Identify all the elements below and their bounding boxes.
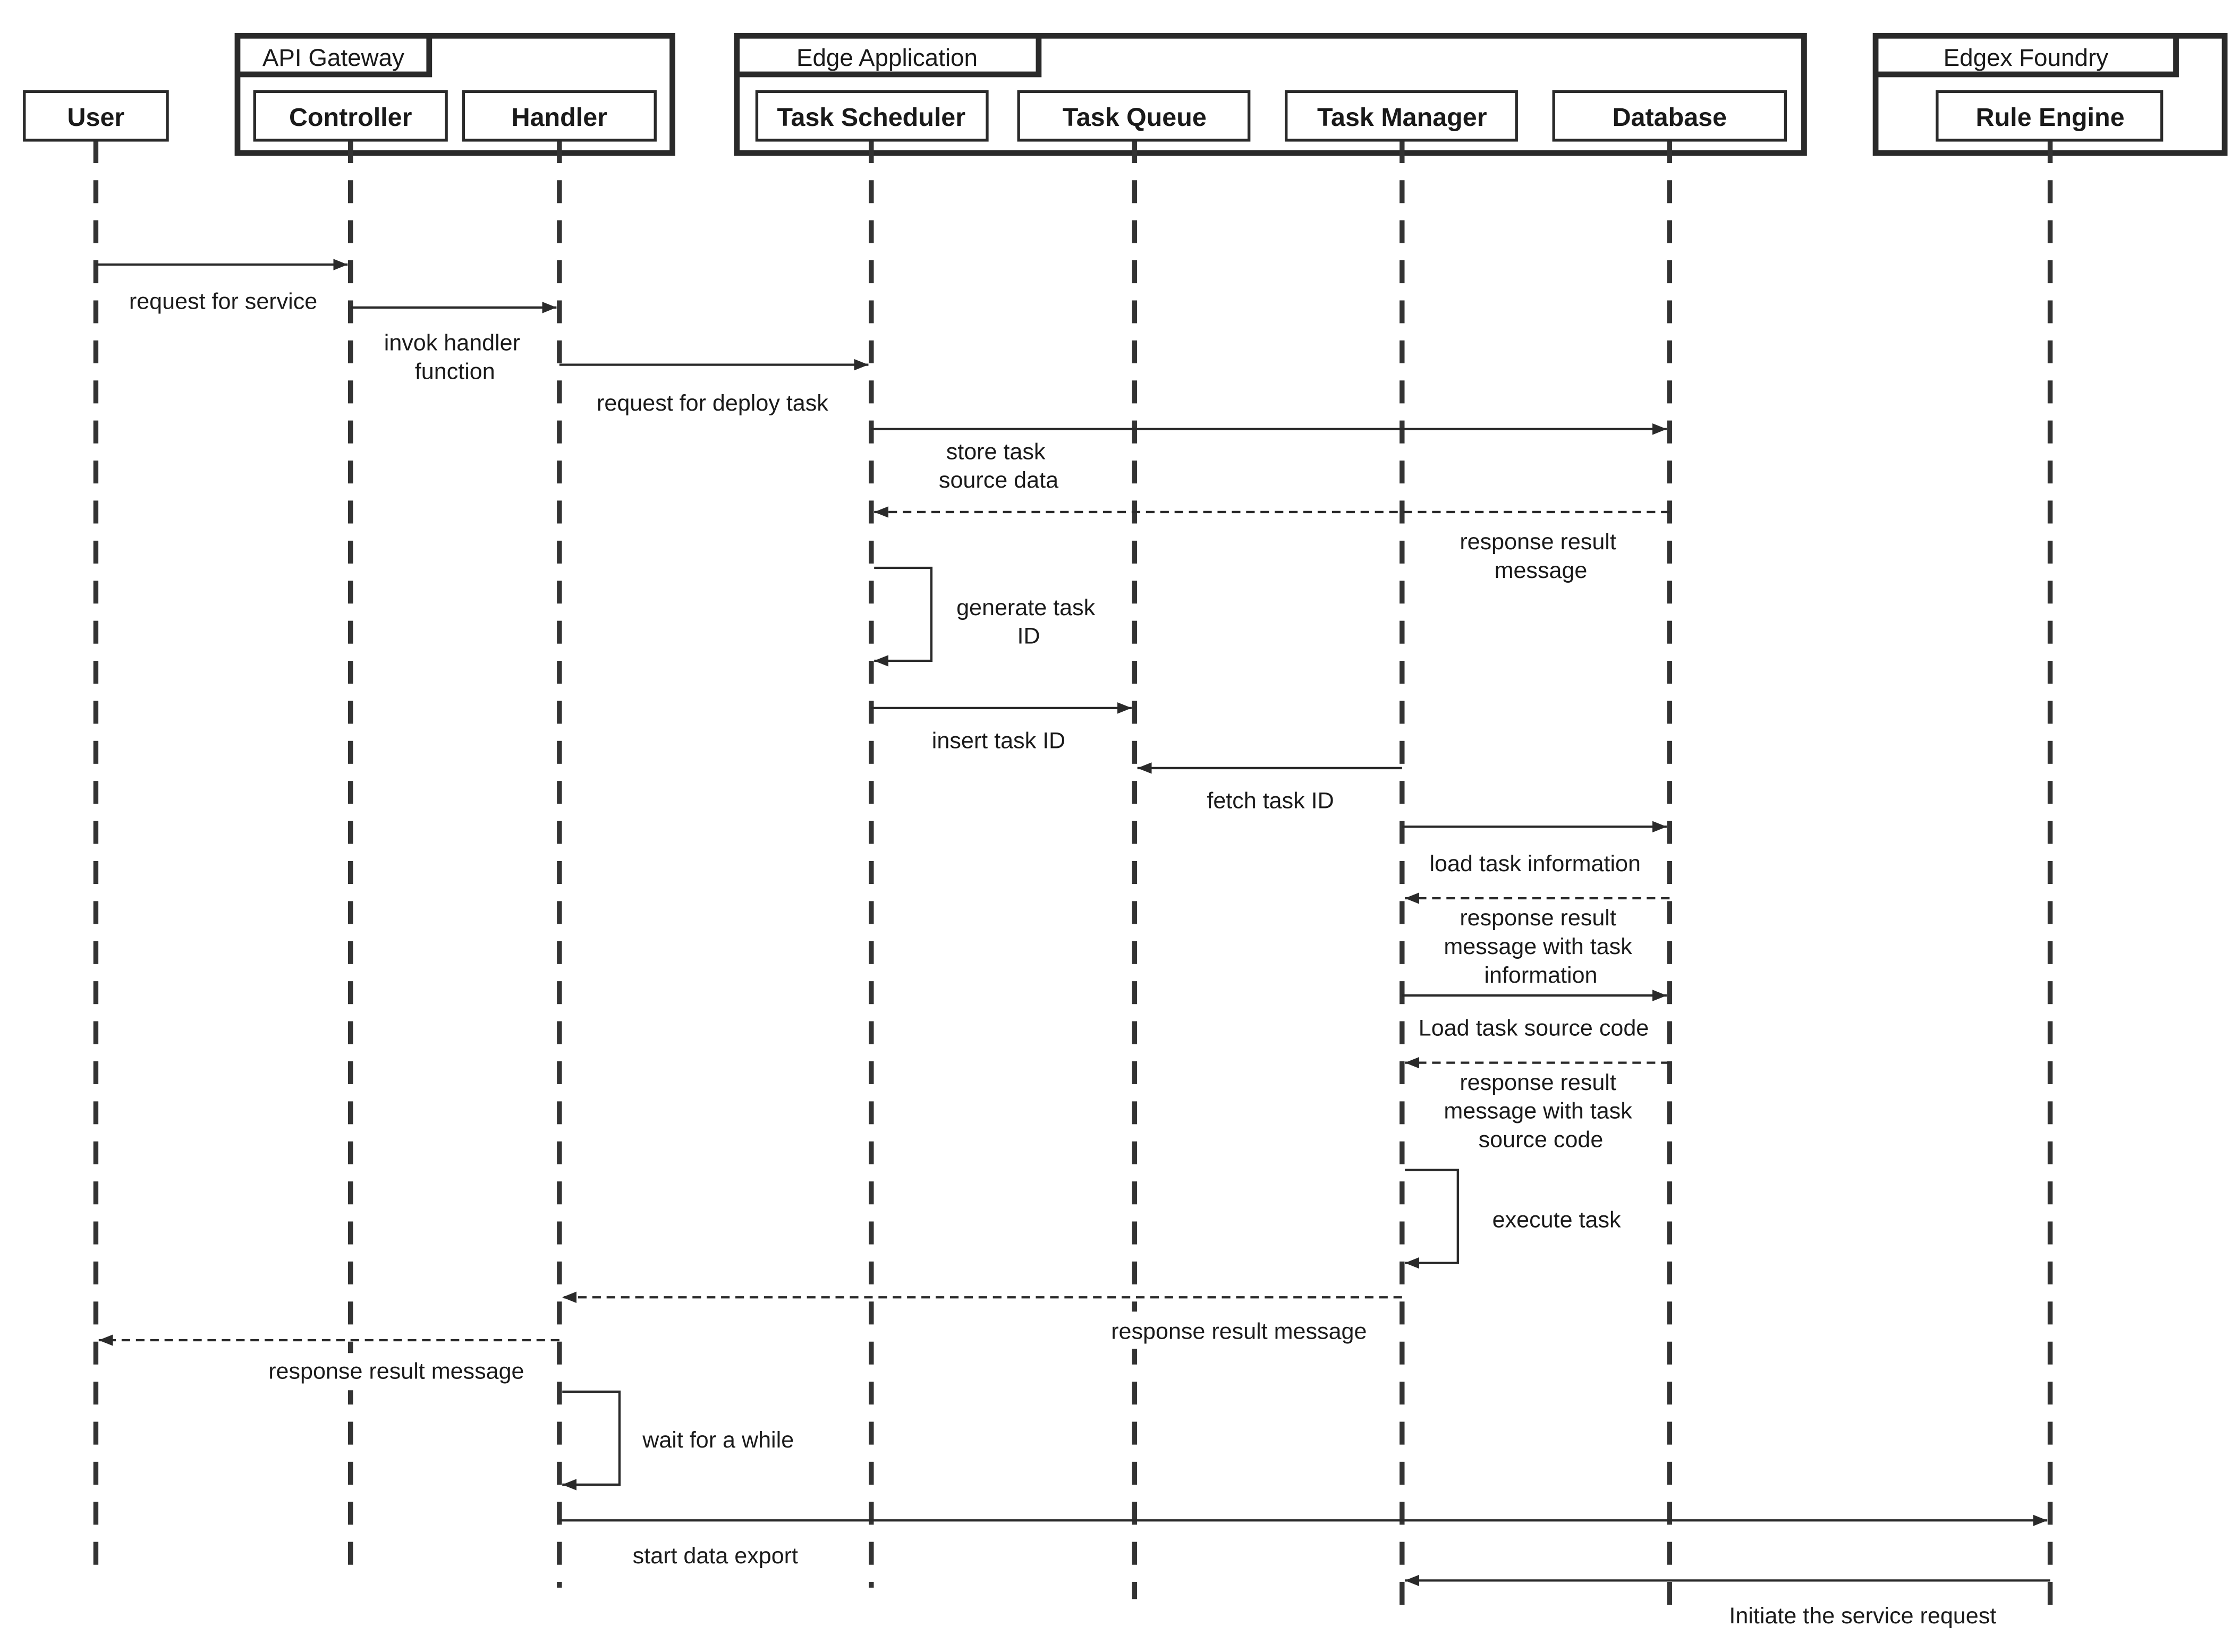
message-insert-task-id: insert task ID xyxy=(871,702,1132,753)
group-edge-application: Edge Application xyxy=(734,32,1807,156)
participant-task-queue-label: Task Queue xyxy=(1063,103,1207,132)
message-label: store task xyxy=(946,439,1046,464)
label-background xyxy=(615,1536,816,1573)
message-label: insert task ID xyxy=(932,728,1065,753)
message-store-task-source-data: store task source data xyxy=(871,423,1667,493)
group-api-gateway: API Gateway xyxy=(234,32,675,156)
message-label: message with task xyxy=(1444,1099,1632,1124)
message-label: load task information xyxy=(1429,851,1640,876)
message-label: Load task source code xyxy=(1419,1015,1649,1041)
message-label: source code xyxy=(1479,1127,1604,1152)
participant-handler: Handler xyxy=(462,90,657,142)
message-invok-handler-function: invok handler function xyxy=(350,302,557,385)
participant-task-queue: Task Queue xyxy=(1017,90,1251,142)
participant-task-scheduler: Task Scheduler xyxy=(755,90,989,142)
message-request-for-deploy-task: request for deploy task xyxy=(559,359,869,416)
participant-task-scheduler-label: Task Scheduler xyxy=(777,103,966,132)
message-start-data-export: start data export xyxy=(559,1514,2048,1573)
participant-controller: Controller xyxy=(253,90,448,142)
participant-rule-engine-label: Rule Engine xyxy=(1976,103,2125,132)
message-label: wait for a while xyxy=(642,1427,794,1453)
message-label: Initiate the service request xyxy=(1729,1603,1996,1629)
participant-user: User xyxy=(23,90,169,142)
label-background xyxy=(1711,1596,2015,1633)
message-response-result-message-2: response result message xyxy=(562,1291,1402,1349)
message-label: start data export xyxy=(633,1543,798,1569)
message-label: information xyxy=(1484,963,1597,988)
message-response-with-task-information: response result message with task inform… xyxy=(1405,892,1670,988)
message-response-result-message-1: response result message xyxy=(874,506,1670,583)
message-label: ID xyxy=(1017,624,1040,649)
participant-user-label: User xyxy=(67,103,125,132)
message-label: response result message xyxy=(268,1359,524,1384)
message-label: response result xyxy=(1460,529,1616,555)
participant-database: Database xyxy=(1552,90,1787,142)
participant-database-label: Database xyxy=(1613,103,1727,132)
message-label: fetch task ID xyxy=(1207,788,1334,813)
message-load-task-information: load task information xyxy=(1402,821,1667,876)
message-response-result-message-3: response result message xyxy=(98,1334,559,1391)
message-load-task-source-code: Load task source code xyxy=(1402,990,1667,1041)
message-label: invok handler xyxy=(384,330,520,356)
lifelines xyxy=(93,140,2053,1610)
participant-task-manager: Task Manager xyxy=(1285,90,1518,142)
message-label: function xyxy=(415,359,495,385)
message-generate-task-id: generate task ID xyxy=(874,566,1096,667)
message-label: message xyxy=(1495,558,1588,583)
message-wait-for-a-while: wait for a while xyxy=(562,1390,794,1491)
group-api-gateway-label: API Gateway xyxy=(262,44,404,71)
message-label: generate task xyxy=(956,595,1095,620)
message-initiate-the-service-request: Initiate the service request xyxy=(1405,1574,2050,1633)
participant-controller-label: Controller xyxy=(289,103,412,132)
group-edgex-foundry-label: Edgex Foundry xyxy=(1944,44,2108,71)
label-background xyxy=(1098,1312,1379,1349)
group-edge-application-label: Edge Application xyxy=(796,44,978,71)
participant-task-manager-label: Task Manager xyxy=(1317,103,1487,132)
message-label: message with task xyxy=(1444,934,1632,959)
message-label: response result message xyxy=(1111,1318,1367,1344)
participant-rule-engine: Rule Engine xyxy=(1936,90,2164,142)
participant-handler-label: Handler xyxy=(512,103,608,132)
message-label: execute task xyxy=(1492,1207,1621,1232)
message-label: response result xyxy=(1460,905,1616,931)
message-label: request for service xyxy=(129,289,317,314)
label-background xyxy=(257,1353,536,1391)
message-execute-task: execute task xyxy=(1405,1169,1621,1269)
message-fetch-task-id: fetch task ID xyxy=(1137,762,1402,813)
message-request-for-service: request for service xyxy=(96,259,348,314)
message-response-with-task-source-code: response result message with task source… xyxy=(1405,1057,1670,1152)
message-label: response result xyxy=(1460,1070,1616,1095)
message-label: source data xyxy=(939,467,1058,493)
message-label: request for deploy task xyxy=(597,390,828,416)
